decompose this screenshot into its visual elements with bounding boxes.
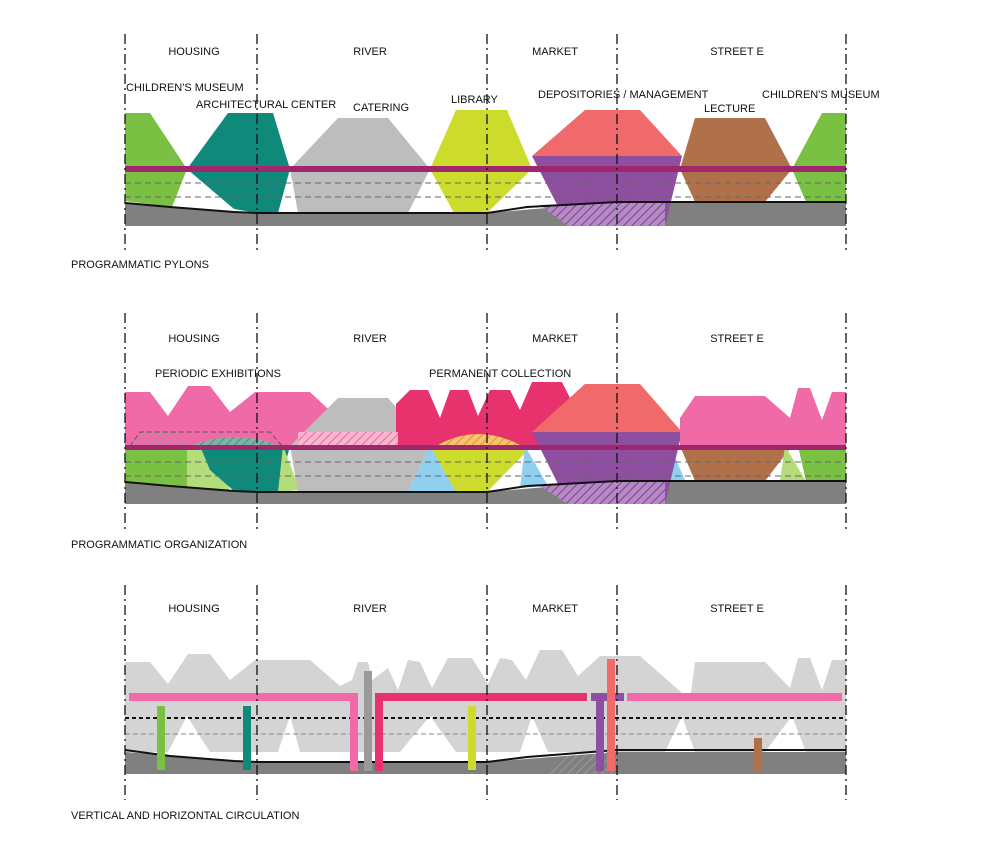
ground-line	[124, 201, 846, 214]
vertical-core	[243, 706, 251, 770]
childrens-museum-pylon	[125, 113, 187, 207]
zone-label-street-e: STREET E	[710, 46, 764, 58]
zone-label-river: RIVER	[353, 333, 387, 345]
light-blue-block	[408, 446, 456, 492]
dashed-outline	[129, 431, 283, 447]
architectural-center-pylon	[187, 113, 290, 213]
hatch-overlap	[298, 432, 398, 446]
zone-label-housing: HOUSING	[168, 333, 219, 345]
horizontal-circulation	[375, 693, 587, 701]
horizontal-circulation	[129, 693, 357, 701]
zone-label-housing: HOUSING	[168, 46, 219, 58]
light-green-block	[278, 446, 300, 492]
program-label: PERMANENT COLLECTION	[429, 368, 571, 380]
management-hatch	[540, 481, 665, 504]
light-green-block	[187, 446, 230, 490]
vertical-core	[350, 693, 358, 771]
vertical-core	[607, 659, 615, 771]
zone-label-housing: HOUSING	[168, 603, 219, 615]
program-label: DEPOSITORIES / MANAGEMENT	[538, 89, 709, 101]
vertical-core	[754, 738, 762, 771]
zone-label-market: MARKET	[532, 46, 578, 58]
panel-caption: PROGRAMMATIC ORGANIZATION	[71, 539, 247, 551]
library-pylon	[430, 110, 532, 213]
childrens-museum-pylon-2	[792, 113, 846, 202]
permanent-collection-block	[396, 382, 572, 446]
program-label: CHILDREN'S MUSEUM	[762, 89, 880, 101]
management-hatch	[540, 202, 665, 226]
program-label: LECTURE	[704, 103, 755, 115]
zone-label-river: RIVER	[353, 603, 387, 615]
catering-block	[290, 446, 430, 492]
zone-label-market: MARKET	[532, 333, 578, 345]
program-label: ARCHITECTURAL CENTER	[196, 99, 336, 111]
lecture-block	[680, 446, 792, 481]
zone-label-market: MARKET	[532, 603, 578, 615]
zone-label-river: RIVER	[353, 46, 387, 58]
periodic-exhibitions-block	[125, 386, 340, 446]
depositories-pylon	[532, 110, 682, 156]
program-label: CATERING	[353, 102, 409, 114]
zone-label-street-e: STREET E	[710, 603, 764, 615]
hatch-overlap	[436, 434, 522, 446]
light-green-block	[780, 446, 806, 481]
childrens-museum-block	[798, 446, 846, 481]
zone-label-street-e: STREET E	[710, 333, 764, 345]
vertical-core	[157, 706, 165, 770]
program-label: PERIODIC EXHIBITIONS	[155, 368, 281, 380]
vertical-core	[364, 671, 372, 771]
vertical-core	[596, 693, 604, 771]
ground-line	[124, 480, 846, 493]
vertical-core	[468, 706, 476, 770]
program-label: LIBRARY	[451, 94, 499, 106]
depositories-block	[532, 384, 682, 432]
void	[400, 716, 456, 752]
hatch-overlap	[130, 432, 190, 446]
panel-caption: PROGRAMMATIC PYLONS	[71, 259, 209, 271]
vertical-core	[375, 693, 383, 771]
childrens-museum-block	[125, 446, 187, 488]
horizontal-circulation	[627, 693, 842, 701]
panel-caption: VERTICAL AND HORIZONTAL CIRCULATION	[71, 810, 299, 822]
panel-programmatic-pylons: HOUSING RIVER MARKET STREET E CHILDREN'S…	[71, 34, 880, 271]
light-blue-block	[520, 446, 548, 488]
catering-pylon	[290, 118, 430, 213]
periodic-exhibitions-block	[680, 388, 846, 446]
library-block	[430, 446, 532, 492]
architectural-center-block	[200, 446, 290, 492]
circulation-band	[125, 166, 846, 172]
lecture-pylon	[680, 118, 792, 202]
circulation-band	[125, 445, 846, 450]
panel-circulation: HOUSING RIVER MARKET STREET E VERTICAL A…	[71, 585, 847, 822]
program-label: CHILDREN'S MUSEUM	[126, 82, 244, 94]
panel-programmatic-organization: HOUSING RIVER MARKET STREET E PERIODIC E…	[71, 313, 847, 551]
